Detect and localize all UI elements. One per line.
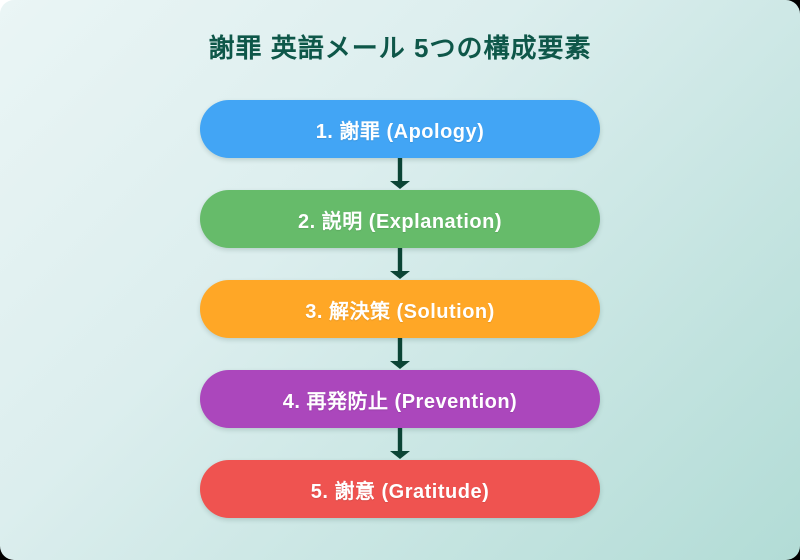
down-arrow-icon <box>390 338 410 369</box>
flow-step-label: 1. 謝罪 (Apology) <box>315 120 485 143</box>
flow-step-5: 5. 謝意 (Gratitude) <box>200 460 600 518</box>
flow-step-label: 5. 謝意 (Gratitude) <box>310 480 490 503</box>
flow-step-2: 2. 説明 (Explanation) <box>200 190 600 248</box>
flow-connector <box>388 338 412 370</box>
down-arrow-icon <box>390 158 410 189</box>
flow-connector <box>388 158 412 190</box>
flow-step-label: 4. 再発防止 (Prevention) <box>282 390 518 413</box>
flow-connector <box>388 428 412 460</box>
flow-step-3: 3. 解決策 (Solution) <box>200 280 600 338</box>
flow-diagram: 1. 謝罪 (Apology) 2. 説明 (Explanation) 3. 解決策… <box>200 100 600 518</box>
flow-step-4: 4. 再発防止 (Prevention) <box>200 370 600 428</box>
flow-connector <box>388 248 412 280</box>
flow-step-1: 1. 謝罪 (Apology) <box>200 100 600 158</box>
down-arrow-icon <box>390 428 410 459</box>
page-title: 謝罪 英語メール 5つの構成要素 <box>208 33 592 63</box>
flow-step-label: 3. 解決策 (Solution) <box>305 300 495 323</box>
down-arrow-icon <box>390 248 410 279</box>
flow-step-label: 2. 説明 (Explanation) <box>298 210 502 233</box>
